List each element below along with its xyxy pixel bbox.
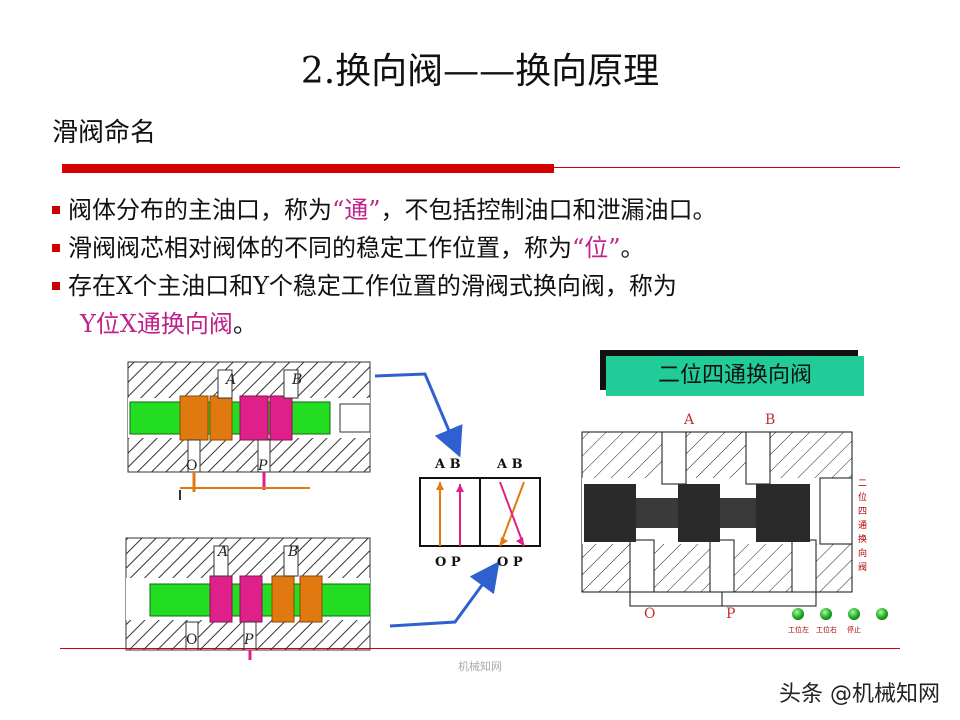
bullet-2-highlight: “位”: [572, 234, 621, 262]
symbol-label-left-top: A B: [434, 457, 461, 472]
vertical-char: 二: [858, 479, 867, 489]
bullet-1: 阀体分布的主油口，称为“通”，不包括控制油口和泄漏油口。: [52, 190, 717, 225]
right-position-button[interactable]: [820, 608, 832, 620]
bottom-label-b: B: [287, 544, 298, 560]
vertical-char: 换: [858, 533, 867, 545]
bullet-square-icon: [52, 243, 60, 252]
red-divider-bar: [62, 164, 554, 173]
stop-button[interactable]: [848, 608, 860, 620]
top-label-o: O: [186, 458, 197, 474]
symbol-label-right-bottom: O P: [497, 555, 523, 570]
bullet-1-text: 阀体分布的主油口，称为: [68, 196, 332, 224]
extra-button[interactable]: [876, 608, 888, 620]
left-position-button[interactable]: [792, 608, 804, 620]
symbol-label-right-top: A B: [496, 457, 523, 472]
top-label-a: A: [224, 372, 236, 388]
right-label-p: P: [726, 606, 735, 622]
vertical-char: 四: [858, 507, 867, 517]
bullet-2-tail: 。: [620, 234, 645, 262]
bottom-divider-line: [60, 648, 900, 649]
symbol-label-left-bottom: O P: [435, 555, 461, 570]
arrow-bottom-icon: [389, 561, 500, 628]
vertical-char: 阀: [858, 562, 867, 573]
section-subtitle: 滑阀命名: [52, 118, 157, 148]
bullet-2: 滑阀阀芯相对阀体的不同的稳定工作位置，称为“位”。: [52, 228, 645, 263]
page-title: 2.换向阀——换向原理: [300, 51, 660, 92]
vertical-label: 二 位 四 通 换 向 阀: [858, 479, 867, 573]
bullet-square-icon: [52, 205, 60, 214]
bullet-square-icon: [52, 281, 60, 290]
bottom-valve-section: A B O P: [125, 537, 371, 660]
bullet-3-text: 存在X个主油口和Y个稳定工作位置的滑阀式换向阀，称为: [68, 272, 677, 300]
stop-label: 停止: [847, 626, 861, 634]
corner-watermark: 头条 @机械知网: [779, 682, 940, 707]
arrow-top-icon: [374, 372, 463, 458]
bullet-2-text: 滑阀阀芯相对阀体的不同的稳定工作位置，称为: [68, 234, 572, 262]
bullet-3-tail: 。: [232, 310, 257, 338]
vertical-char: 向: [858, 547, 867, 559]
bottom-label-o: O: [186, 632, 197, 648]
right-label-b: B: [765, 412, 775, 428]
top-valve-section: A B O P: [127, 361, 371, 500]
bottom-label-a: A: [216, 544, 228, 560]
right-label-a: A: [683, 412, 695, 428]
valve-symbol: A B A B O P O P: [419, 457, 541, 570]
center-watermark: 机械知网: [458, 660, 502, 673]
red-divider-line: [554, 167, 900, 168]
top-label-p: P: [257, 458, 268, 474]
right-label-o: O: [644, 606, 655, 622]
bottom-label-p: P: [243, 632, 254, 648]
bullet-3-highlight: Y位X通换向阀: [80, 310, 233, 338]
bullet-3: 存在X个主油口和Y个稳定工作位置的滑阀式换向阀，称为: [52, 266, 677, 301]
vertical-char: 通: [858, 520, 867, 531]
bullet-1-tail: ，不包括控制油口和泄漏油口。: [380, 196, 717, 224]
left-position-label: 工位左: [788, 626, 809, 634]
vertical-char: 位: [858, 491, 867, 503]
top-label-b: B: [291, 372, 302, 388]
right-position-label: 工位右: [816, 626, 837, 634]
right-figure-title: 二位四通换向阀: [606, 356, 864, 396]
right-valve-figure: A B O P 二 位 四 通 换 向 阀: [581, 412, 867, 622]
bullet-3-continued: Y位X通换向阀。: [80, 304, 257, 339]
left-valve-figure: A B O P A B O P A B A B: [125, 361, 541, 660]
bullet-1-highlight: “通”: [332, 196, 381, 224]
